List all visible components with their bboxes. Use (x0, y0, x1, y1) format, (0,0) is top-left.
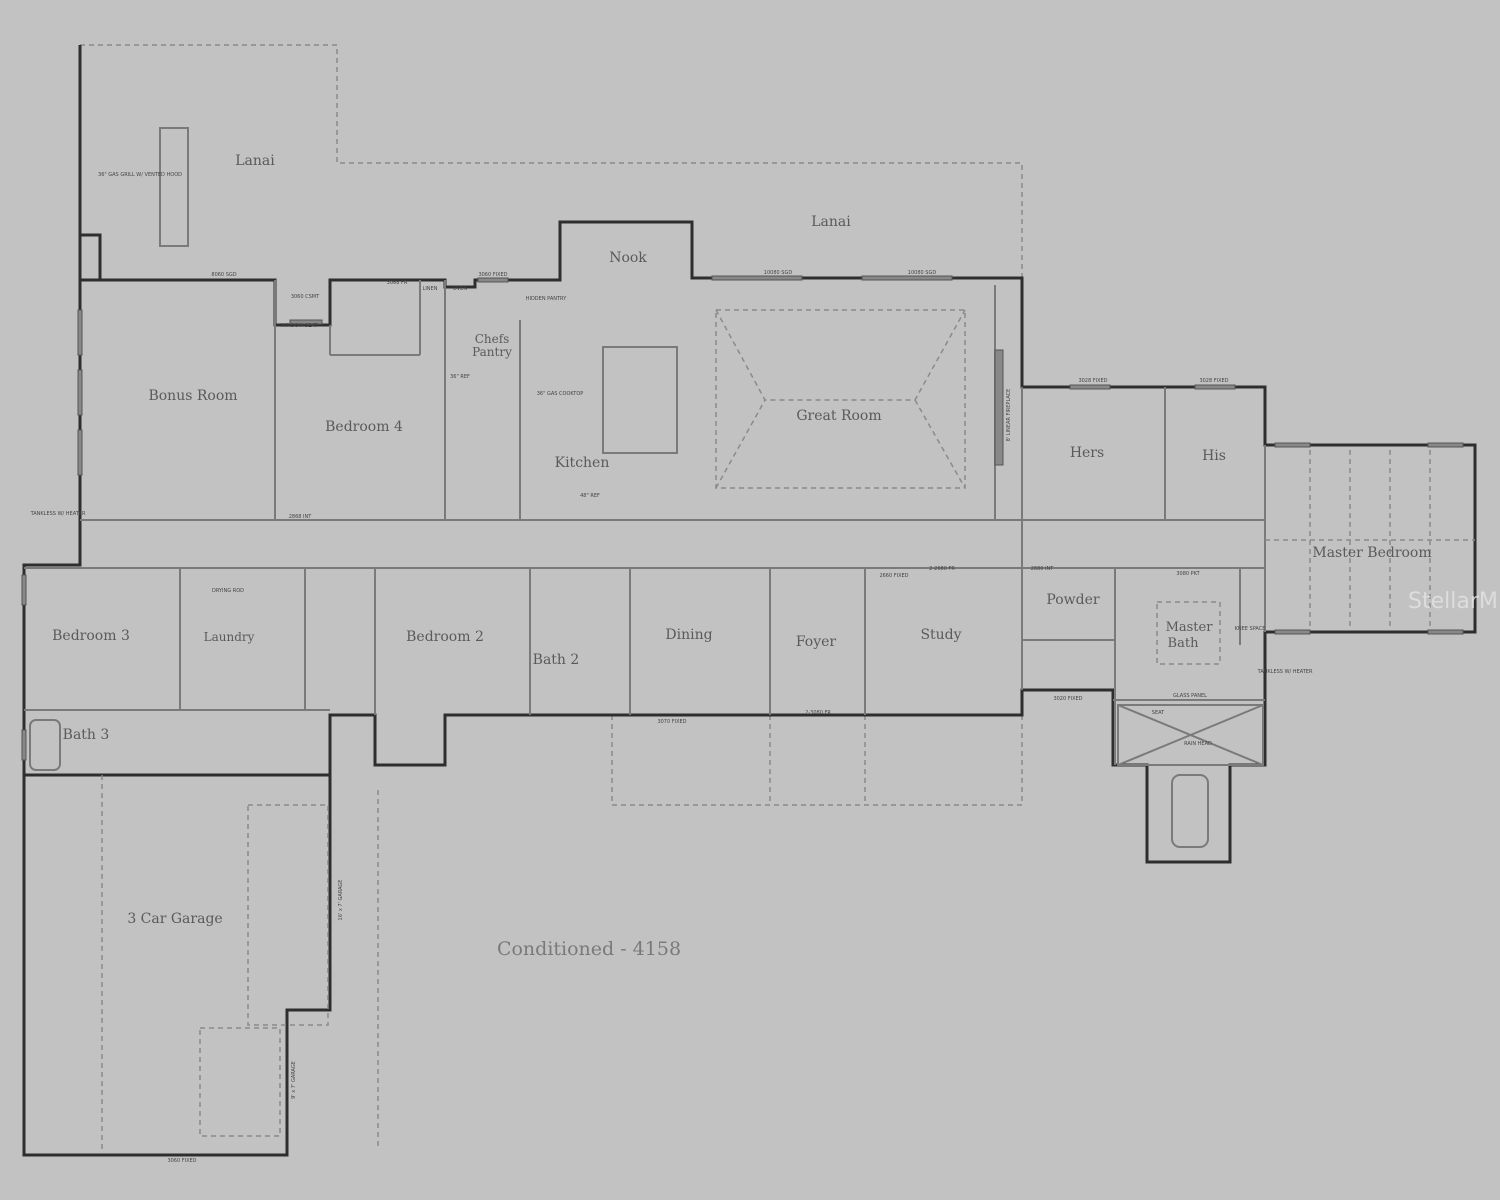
note-pkt-3080: 3080 PKT (1176, 571, 1200, 577)
room-label-kitchen: Kitchen (555, 455, 610, 471)
conditioned-area-title: Conditioned - 4158 (497, 938, 681, 960)
room-label-master-bath: Master (1166, 620, 1214, 635)
room-label-lanai-left: Lanai (235, 153, 275, 169)
room-label-powder: Powder (1046, 592, 1100, 608)
note-fr-2-3080: 2-3080 FR (805, 710, 831, 716)
interior-walls (24, 280, 1266, 765)
note-garage-16: 16' x 7' GARAGE (338, 880, 344, 921)
note-tankless-1: TANKLESS W/ HEATER (30, 511, 86, 517)
note-rain-head: RAIN HEAD (1184, 741, 1212, 747)
kitchen-island (602, 346, 678, 454)
room-label-nook: Nook (609, 250, 647, 266)
note-fixed-3028-b: 3028 FIXED (1199, 378, 1228, 384)
note-fixed-2660: 2660 FIXED (879, 573, 908, 579)
room-label-his: His (1202, 448, 1226, 464)
note-int-2880: 2880 INT (1031, 566, 1055, 572)
note-fixed-3020: 3020 FIXED (1053, 696, 1082, 702)
room-label-dining: Dining (665, 627, 712, 643)
note-cooktop: 36" GAS COOKTOP (537, 391, 584, 397)
room-label-bonus-room: Bonus Room (148, 388, 237, 404)
note-knee-space: KNEE SPACE (1235, 626, 1266, 632)
room-label-great-room: Great Room (796, 408, 881, 424)
note-glass-panel: GLASS PANEL (1173, 693, 1207, 699)
note-fixed-3060: 3060 FIXED (478, 272, 507, 278)
room-label-lanai-rear: Lanai (811, 214, 851, 230)
watermark-stellarmls: StellarMLS (1408, 589, 1500, 614)
room-label-hers: Hers (1070, 445, 1104, 461)
room-label-study: Study (920, 627, 961, 643)
bathtub (1171, 774, 1209, 848)
garage-car-space-1 (247, 804, 329, 1026)
note-grill: 36" GAS GRILL W/ VENTED HOOD (98, 172, 182, 178)
room-label-chefs-pantry: Chefs (475, 332, 510, 346)
note-ref-36: 36" REF (450, 374, 470, 380)
note-oven: OVEN (453, 286, 467, 292)
room-label-garage: 3 Car Garage (127, 911, 222, 927)
room-label-foyer: Foyer (796, 634, 837, 650)
room-label-master-bedroom: Master Bedroom (1312, 545, 1431, 561)
note-window-seat: WINDOW SEAT (281, 323, 319, 329)
note-drying-rod: DRYING ROD (212, 588, 244, 594)
note-garage-9: 9' x 7' GARAGE (291, 1061, 297, 1099)
note-sgd-10080-b: 10080 SGD (908, 270, 937, 276)
room-label-bath-3: Bath 3 (63, 727, 110, 743)
note-sgd-10080-a: 10080 SGD (764, 270, 793, 276)
room-label-bath-2: Bath 2 (533, 652, 580, 668)
room-label-master-bath-2: Bath (1168, 636, 1200, 651)
room-label-bedroom-2: Bedroom 2 (406, 629, 484, 645)
room-label-bedroom-4: Bedroom 4 (325, 419, 403, 435)
room-label-chefs-pantry-2: Pantry (472, 345, 512, 359)
note-fr-3068: 3068 FR (387, 280, 408, 286)
note-fixed-3070: 3070 FIXED (657, 719, 686, 725)
note-sgd-8060: 8060 SGD (211, 272, 236, 278)
windows (21, 275, 1464, 761)
note-linen: LINEN (423, 286, 438, 292)
master-bath-rug (1156, 601, 1221, 665)
fixtures (29, 127, 1475, 1150)
note-csmt-3060: 3060 CSMT (291, 294, 320, 300)
note-fireplace: 8' LINEAR FIREPLACE (1006, 389, 1012, 442)
exterior-walls (22, 45, 1477, 1157)
note-fixed-3060-b: 3060 FIXED (167, 1158, 196, 1164)
room-label-bedroom-3: Bedroom 3 (52, 628, 130, 644)
lanai-outline (80, 44, 1023, 1150)
note-hidden-pantry: HIDDEN PANTRY (526, 296, 567, 302)
note-fixed-3028-a: 3028 FIXED (1078, 378, 1107, 384)
bath3-tub (29, 719, 61, 771)
garage-car-space-2 (199, 1027, 281, 1137)
note-tankless-2: TANKLESS W/ HEATER (1257, 669, 1313, 675)
note-int-2868: 2868 INT (289, 514, 313, 520)
tray-ceiling (715, 309, 966, 489)
note-fr-2-2680: 2-2680 FR (929, 566, 955, 572)
outdoor-bar-counter (159, 127, 189, 247)
note-ref-48: 48" REF (580, 493, 600, 499)
shower-master (1117, 704, 1264, 766)
note-seat: SEAT (1152, 710, 1165, 716)
room-label-laundry: Laundry (204, 630, 255, 644)
